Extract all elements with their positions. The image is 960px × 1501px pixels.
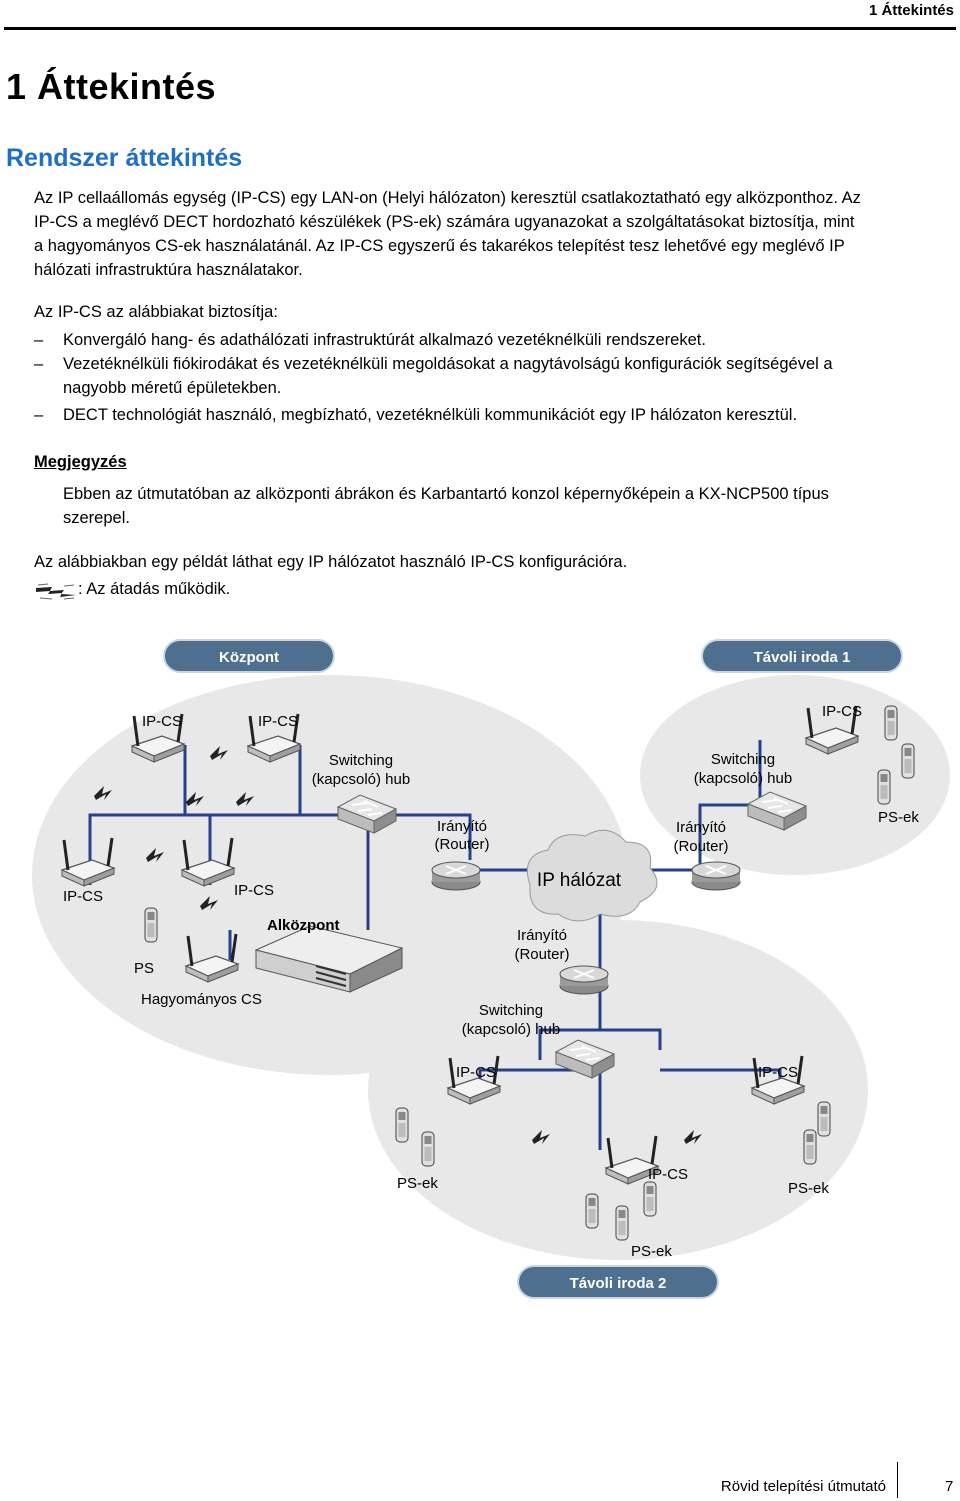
bullet-item: – Konvergáló hang- és adathálózati infra… — [34, 328, 934, 352]
pill-shape — [517, 1265, 719, 1299]
pill-label: Távoli iroda 1 — [754, 649, 851, 666]
intro-line: IP-CS a meglévő DECT hordozható készülék… — [34, 213, 855, 231]
label-router: (Router) — [434, 836, 489, 853]
label-router: Irányító — [676, 819, 726, 836]
bullet-dash: – — [34, 331, 44, 349]
label-switching-hub: (kapcsoló) hub — [462, 1021, 560, 1038]
running-header: 1 Áttekintés — [868, 2, 954, 19]
label-switching-hub: Switching — [329, 752, 393, 769]
pill-headquarters: Központ — [163, 639, 335, 673]
note-heading: Megjegyzés — [34, 453, 127, 471]
pill-remote-office-2: Távoli iroda 2 — [517, 1265, 719, 1299]
provides-intro: Az IP-CS az alábbiakat biztosítja: — [34, 303, 278, 321]
label-ip-cs: IP-CS — [258, 713, 298, 730]
pill-remote-office-1: Távoli iroda 1 — [701, 639, 903, 673]
intro-paragraph: Az IP cellaállomás egység (IP-CS) egy LA… — [34, 186, 934, 282]
ps-handset-icon — [877, 769, 891, 805]
label-pbx: Alközpont — [267, 917, 340, 934]
ps-handset-icon — [884, 705, 898, 741]
remote-office-2-zone — [368, 920, 868, 1260]
ps-handset-icon — [421, 1131, 435, 1167]
label-ip-network: IP hálózat — [537, 870, 622, 891]
label-ip-cs: IP-CS — [63, 888, 103, 905]
ps-handset-icon — [901, 743, 915, 779]
label-ps: PS — [134, 960, 154, 977]
label-switching-hub: (kapcsoló) hub — [312, 771, 410, 788]
pill-shape — [163, 639, 335, 673]
ps-handset-icon — [643, 1181, 657, 1217]
network-cables — [88, 740, 782, 1150]
label-router: (Router) — [673, 838, 728, 855]
label-ps-ek: PS-ek — [788, 1180, 829, 1197]
ps-handset-icon — [615, 1205, 629, 1241]
label-switching-hub: Switching — [479, 1002, 543, 1019]
note-body: Ebben az útmutatóban az alközponti ábrák… — [63, 482, 943, 530]
label-switching-hub: (kapcsoló) hub — [694, 770, 792, 787]
label-ip-cs: IP-CS — [234, 882, 274, 899]
note-line: szerepel. — [63, 509, 130, 527]
bullet-text: Vezetéknélküli fiókirodákat és vezetékné… — [63, 355, 833, 373]
bullet-dash: – — [34, 406, 44, 424]
pbx-unit — [254, 925, 404, 993]
legend-text: : Az átadás működik. — [78, 580, 231, 598]
ps-handset-icon — [803, 1129, 817, 1165]
label-ip-cs: IP-CS — [758, 1064, 798, 1081]
bullet-text: nagyobb méretű épületekben. — [63, 379, 282, 397]
ps-handset-icon — [585, 1193, 599, 1229]
ps-handset-icon — [395, 1107, 409, 1143]
bullet-item: – Vezetéknélküli fiókirodákat és vezeték… — [34, 352, 934, 400]
header-rule — [4, 27, 956, 30]
pill-label: Központ — [219, 649, 279, 666]
chapter-title: 1 Áttekintés — [6, 66, 217, 107]
label-ip-cs: IP-CS — [456, 1064, 496, 1081]
intro-line: hálózati infrastruktúra használatakor. — [34, 261, 303, 279]
label-router: (Router) — [514, 946, 569, 963]
footer-text: Rövid telepítési útmutató — [720, 1478, 886, 1495]
pill-label: Távoli iroda 2 — [570, 1275, 667, 1292]
intro-line: a hagyományos CS-ek használatánál. Az IP… — [34, 237, 845, 255]
ip-network-cloud — [526, 829, 658, 922]
remote-office-1-zone — [640, 675, 950, 875]
bullet-text: DECT technológiát használó, megbízható, … — [63, 406, 798, 424]
footer-divider — [897, 1462, 898, 1498]
label-ip-cs: IP-CS — [648, 1166, 688, 1183]
router — [559, 965, 609, 995]
label-ip-cs: IP-CS — [822, 703, 862, 720]
label-router: Irányító — [517, 927, 567, 944]
pill-shape — [701, 639, 903, 673]
label-ps-ek: PS-ek — [878, 809, 919, 826]
intro-line: Az IP cellaállomás egység (IP-CS) egy LA… — [34, 189, 861, 207]
label-ip-cs: IP-CS — [142, 713, 182, 730]
ps-handset-icon — [144, 907, 158, 943]
label-ps-ek: PS-ek — [397, 1175, 438, 1192]
network-diagram: Központ Távoli iroda 1 Távoli iroda 2 IP… — [32, 639, 950, 1299]
router — [431, 861, 481, 891]
bullet-dash: – — [34, 355, 44, 373]
note-line: Ebben az útmutatóban az alközponti ábrák… — [63, 485, 829, 503]
bullet-text: Konvergáló hang- és adathálózati infrast… — [63, 331, 706, 349]
label-legacy-cs: Hagyományos CS — [141, 991, 262, 1008]
page-number: 7 — [945, 1478, 954, 1495]
ps-handset-icon — [817, 1101, 831, 1137]
wireless-transfer-icon — [34, 583, 78, 606]
label-switching-hub: Switching — [711, 751, 775, 768]
bullet-item: – DECT technológiát használó, megbízható… — [34, 403, 934, 427]
example-text: Az alábbiakban egy példát láthat egy IP … — [34, 553, 628, 571]
label-ps-ek: PS-ek — [631, 1243, 672, 1260]
label-router: Irányító — [437, 818, 487, 835]
router — [691, 861, 741, 891]
section-title: Rendszer áttekintés — [6, 144, 243, 172]
